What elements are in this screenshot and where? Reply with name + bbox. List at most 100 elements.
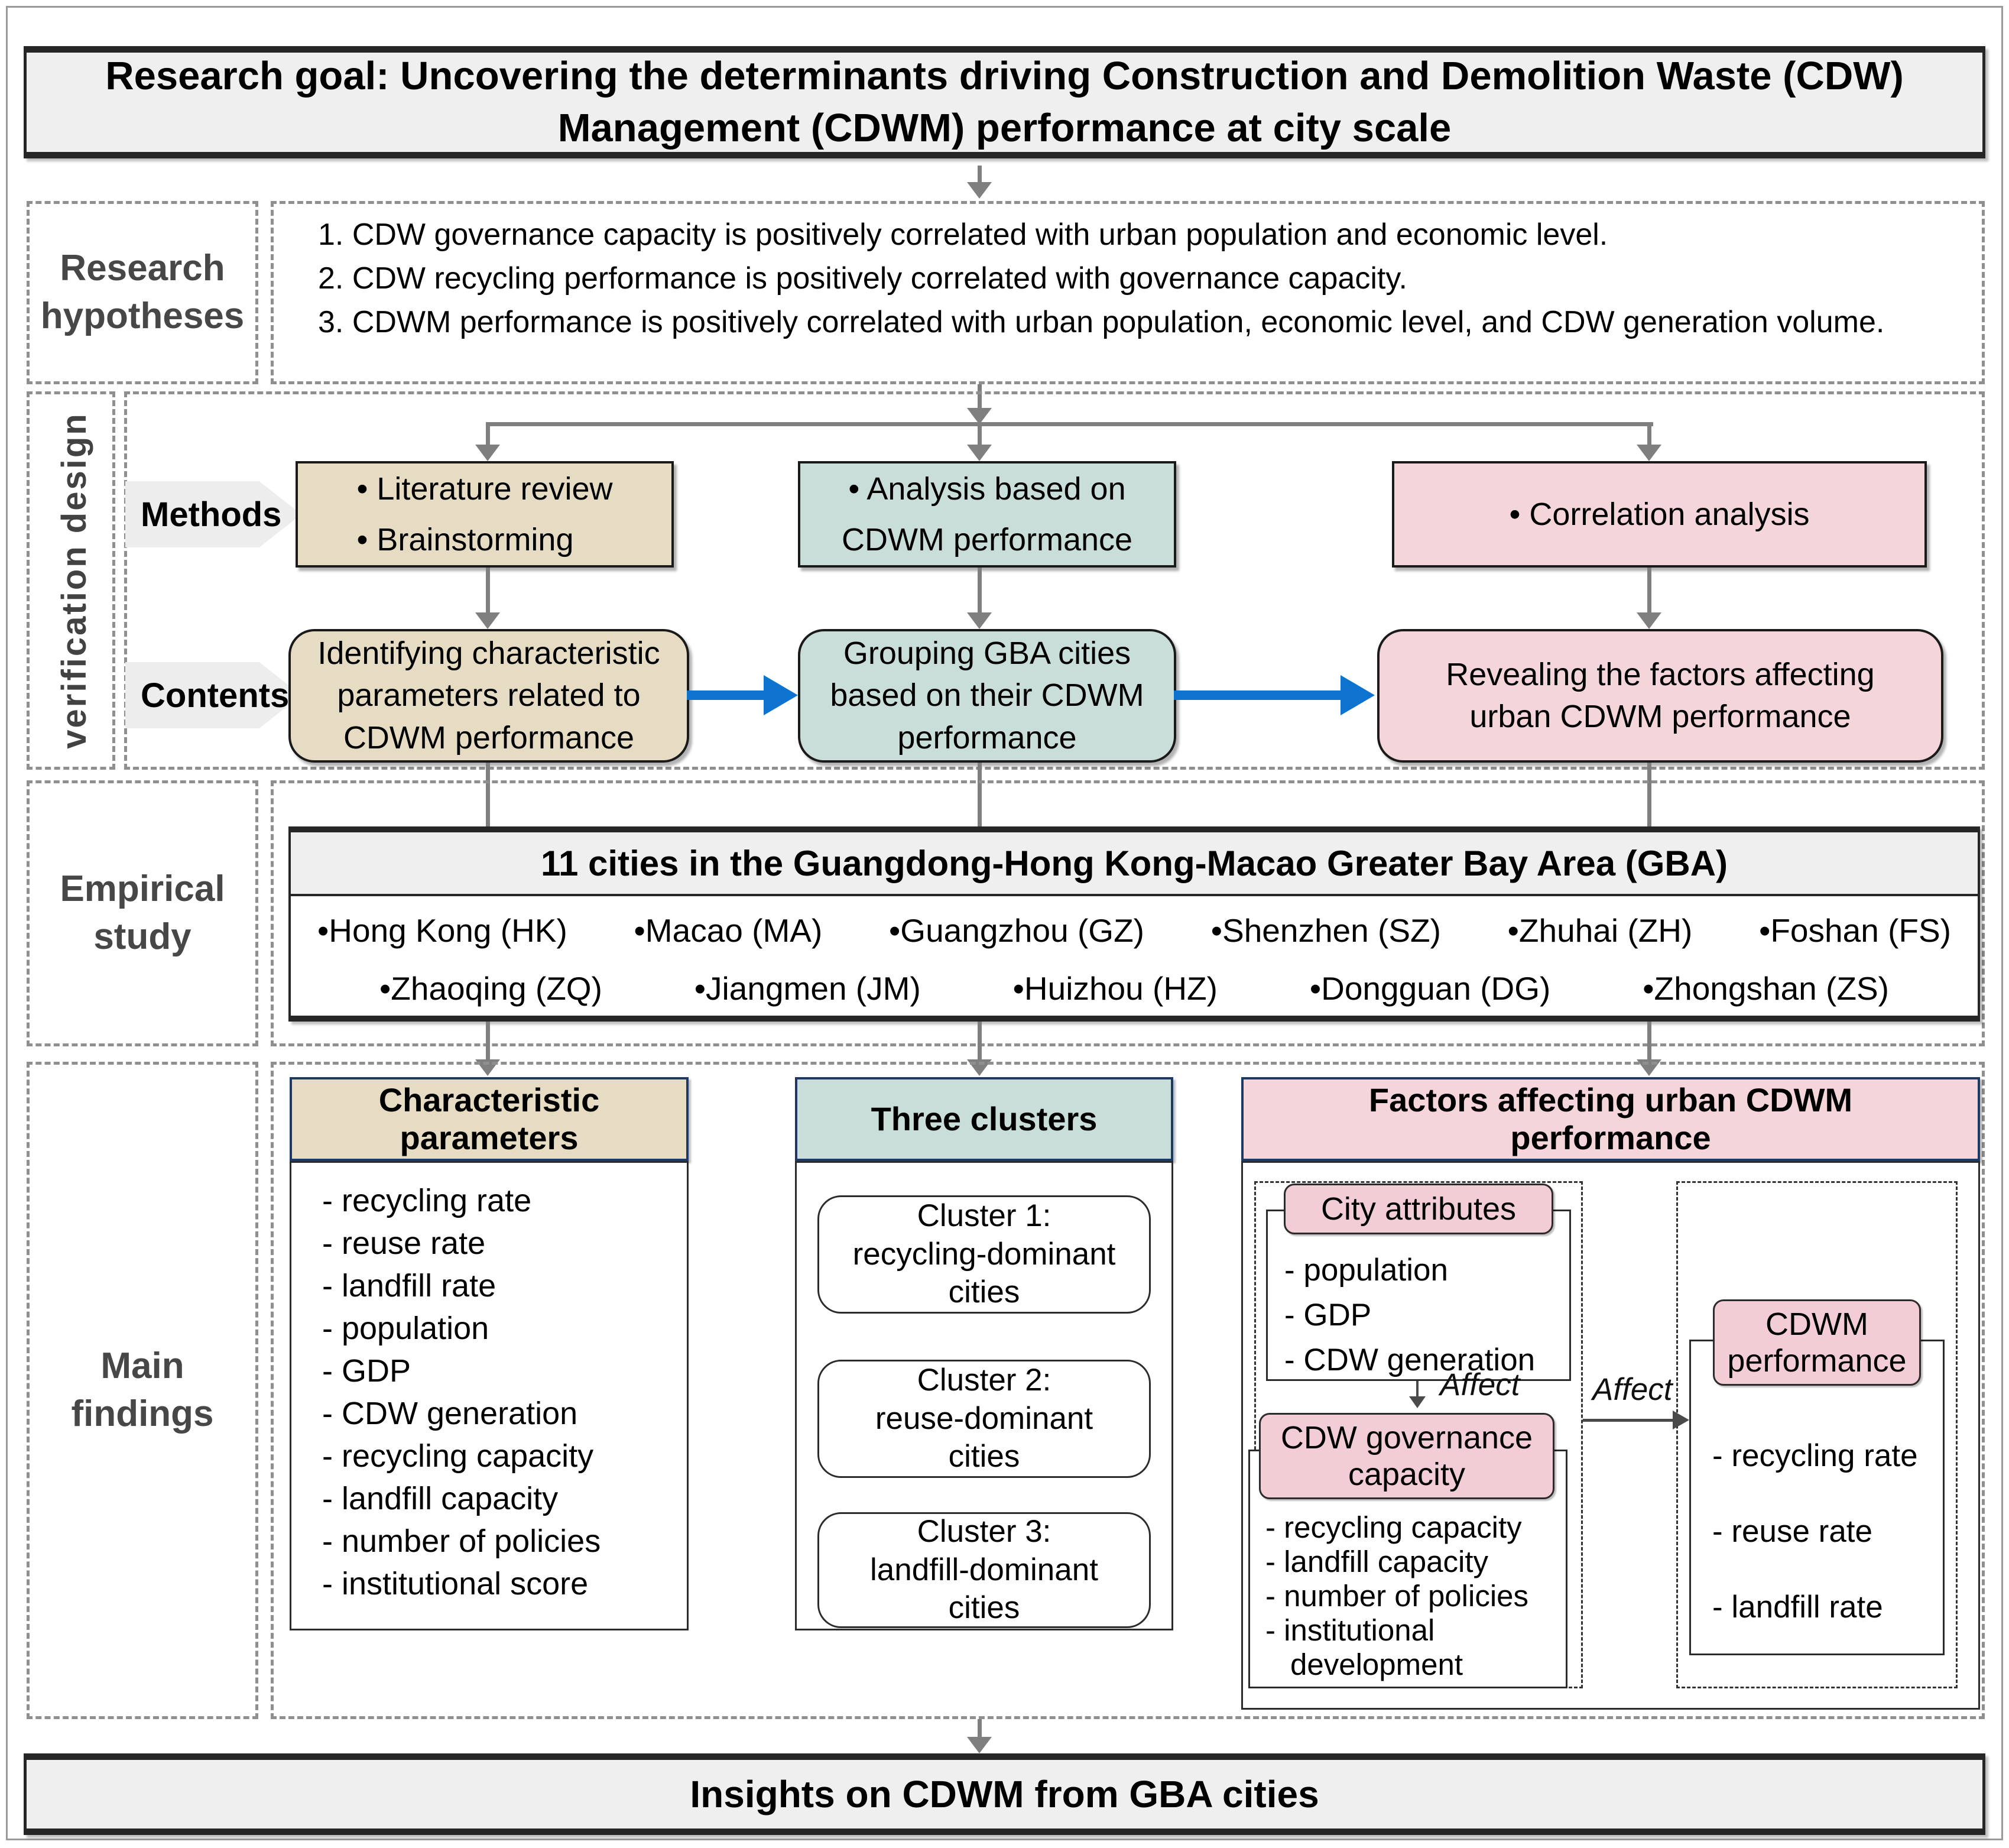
city-item: •Dongguan (DG) [1309,970,1551,1007]
empirical-content-box [271,780,1985,1046]
cluster-3-text: Cluster 3: landfill-dominant cities [870,1514,1098,1626]
connector-findings-insights [978,1719,982,1738]
city-attribute-item: - population [1284,1253,1448,1288]
affect-down-arrowhead [1409,1396,1426,1408]
affect-vertical-label: Affect [1440,1367,1520,1402]
empirical-label: Empirical study [60,868,225,957]
cdwm-performance-header: CDWM performance [1713,1299,1921,1386]
method-box-3-text: • Correlation analysis [1509,496,1810,532]
arrowhead-methods-3 [1637,445,1661,461]
parameter-item: - recycling rate [322,1183,532,1218]
cluster-2-box: Cluster 2: reuse-dominant cities [817,1360,1151,1478]
affect-right-connector [1583,1419,1673,1422]
city-item: •Hong Kong (HK) [317,912,567,949]
city-item: •Huizhou (HZ) [1012,970,1218,1007]
arrowhead-goal-hypotheses [967,182,992,199]
arrowhead-methods-1 [475,445,500,461]
hypotheses-content-box: 1. CDW governance capacity is positively… [271,201,1985,384]
city-item: •Zhaoqing (ZQ) [379,970,602,1007]
research-goal-title: Research goal: Uncovering the determinan… [105,53,1904,150]
insights-title: Insights on CDWM from GBA cities [690,1773,1319,1815]
characteristic-parameters-list: - recycling rate - reuse rate - landfill… [290,1161,689,1630]
method-box-cdwm-analysis: • Analysis based on CDWM performance [798,461,1176,568]
methods-label-text: Methods [141,495,282,534]
arrowhead-hypotheses-verification [967,408,992,424]
cluster-1-box: Cluster 1: recycling-dominant cities [817,1195,1151,1314]
governance-item: - institutional development [1265,1613,1463,1681]
method-box-2-text: • Analysis based on CDWM performance [841,471,1133,557]
city-item: •Zhongshan (ZS) [1643,970,1889,1007]
method-box-correlation-analysis: • Correlation analysis [1392,461,1927,568]
parameter-item: - landfill capacity [322,1481,559,1516]
cluster-2-text: Cluster 2: reuse-dominant cities [875,1363,1093,1474]
arrowhead-methods-2 [967,445,992,461]
factors-title: Factors affecting urban CDWM performance [1368,1081,1853,1156]
cdwm-performance-title: CDWM performance [1727,1306,1907,1379]
parameter-item: - recycling capacity [322,1438,594,1474]
content-box-2-text: Grouping GBA cities based on their CDWM … [830,636,1144,756]
verification-label-box [27,391,115,770]
connector-cities-findings-2 [978,1022,982,1059]
hypotheses-label: Research hypotheses [40,248,245,336]
method-box-literature-review: • Literature review • Brainstorming [296,461,674,568]
connector-cities-findings-1 [486,1022,490,1059]
performance-group-dashed-box [1676,1181,1958,1688]
verification-label-rotated: verification design [54,385,93,776]
connector-hypotheses-verification [978,384,982,409]
arrowhead-content-2 [967,612,992,629]
blue-arrow-line-2 [1174,690,1341,700]
parameter-item: - institutional score [322,1566,589,1601]
findings-label: Main findings [71,1346,214,1434]
verification-label-text: verification design [54,412,93,749]
empirical-label-box: Empirical study [27,780,258,1046]
gba-cities-box: 11 cities in the Guangdong-Hong Kong-Mac… [288,826,1980,1022]
affect-down-connector [1416,1381,1419,1398]
connector-method-content-2 [978,568,982,614]
parameter-item: - population [322,1311,489,1346]
methods-row-label: Methods [125,481,301,547]
factors-header: Factors affecting urban CDWM performance [1241,1077,1980,1161]
cluster-1-text: Cluster 1: recycling-dominant cities [852,1198,1116,1310]
contents-label-text: Contents [141,676,290,715]
connector-to-methods-2 [978,422,982,446]
connector-content-cities-2 [978,763,982,828]
city-item: •Shenzhen (SZ) [1210,912,1441,949]
hypothesis-item: 1. CDW governance capacity is positively… [318,218,1608,252]
three-clusters-title: Three clusters [871,1100,1098,1138]
city-item: •Zhuhai (ZH) [1507,912,1693,949]
performance-item: - reuse rate [1712,1514,1873,1549]
parameter-item: - number of policies [322,1523,601,1559]
affect-right-arrowhead [1673,1411,1689,1429]
characteristic-parameters-header: Characteristic parameters [290,1077,689,1161]
city-attributes-header: City attributes [1284,1184,1553,1234]
content-box-1-text: Identifying characteristic parameters re… [317,636,660,756]
city-item: •Guangzhou (GZ) [889,912,1144,949]
characteristic-parameters-title: Characteristic parameters [378,1081,600,1156]
cdwm-performance-box: - recycling rate - reuse rate - landfill… [1689,1340,1945,1655]
findings-content-box [271,1062,1985,1719]
governance-capacity-title: CDW governance capacity [1280,1420,1533,1492]
content-box-grouping-cities: Grouping GBA cities based on their CDWM … [798,629,1176,763]
hypothesis-item: 2. CDW recycling performance is positive… [318,261,1407,296]
performance-item: - recycling rate [1712,1438,1918,1473]
governance-item: - landfill capacity [1265,1545,1488,1578]
hypothesis-item: 3. CDWM performance is positively correl… [318,304,1885,339]
parameter-item: - CDW generation [322,1396,578,1431]
connector-to-methods-1 [486,422,490,446]
city-attribute-item: - GDP [1284,1298,1372,1332]
arrowhead-content-3 [1637,612,1661,629]
verification-content-box [124,391,1985,770]
parameter-item: - landfill rate [322,1268,496,1304]
connector-content-cities-3 [1647,763,1651,828]
connector-cities-findings-3 [1647,1022,1651,1059]
content-box-revealing-factors: Revealing the factors affecting urban CD… [1377,629,1943,763]
content-box-3-text: Revealing the factors affecting urban CD… [1446,656,1875,734]
governance-item: - recycling capacity [1265,1510,1522,1544]
research-goal-box: Research goal: Uncovering the determinan… [24,46,1985,158]
connector-to-methods-3 [1647,422,1651,446]
blue-arrow-line-1 [687,690,764,700]
parameter-item: - GDP [322,1353,411,1389]
figure-border [6,6,2003,1840]
gba-cities-title: 11 cities in the Guangdong-Hong Kong-Mac… [291,832,1978,896]
